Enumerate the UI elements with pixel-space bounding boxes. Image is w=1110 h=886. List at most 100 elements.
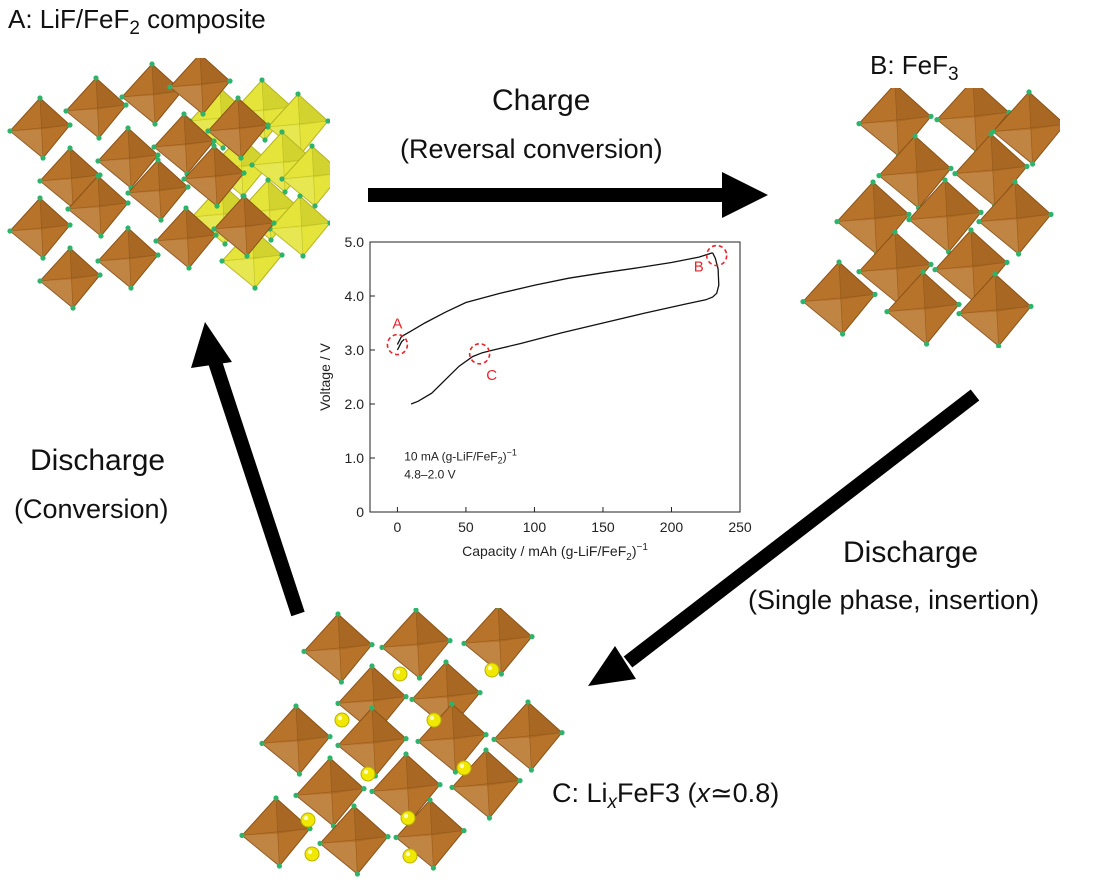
y-tick-label: 1.0 bbox=[345, 450, 365, 466]
fef2-octahedron bbox=[167, 58, 233, 117]
lixfef3-octahedron bbox=[301, 611, 375, 685]
lixfef3-octahedron bbox=[259, 703, 333, 777]
y-tick-label: 0 bbox=[356, 504, 364, 520]
fef2-octahedron bbox=[211, 193, 277, 259]
label-a-prefix: A: LiF/FeF bbox=[8, 4, 130, 34]
charge-subtitle: (Reversal conversion) bbox=[400, 134, 663, 164]
lixfef3-octahedron bbox=[239, 795, 313, 869]
fef2-octahedron bbox=[205, 95, 271, 161]
state-marker-c: C bbox=[468, 342, 497, 384]
label-c-prefix: C: Li bbox=[552, 778, 608, 808]
series-line-0 bbox=[396, 252, 713, 345]
discharge-left-title: Discharge bbox=[30, 444, 166, 477]
structure-c-lixfef3 bbox=[239, 608, 565, 877]
discharge-right-subtitle: (Single phase, insertion) bbox=[748, 585, 1040, 615]
charge-arrow bbox=[368, 172, 768, 218]
li-atom bbox=[456, 760, 472, 776]
y-axis-label: Voltage / V bbox=[317, 342, 333, 410]
discharge-left-subtitle: (Conversion) bbox=[14, 494, 169, 524]
state-marker-label: B bbox=[694, 259, 704, 276]
fef3-octahedron bbox=[976, 179, 1054, 257]
fef2-octahedron bbox=[7, 195, 73, 261]
x-tick-label: 100 bbox=[523, 519, 547, 535]
fef2-octahedron bbox=[7, 95, 73, 161]
label-c-approx: ≃0.8) bbox=[710, 778, 780, 808]
fef3-octahedron bbox=[884, 269, 962, 347]
y-tick-label: 2.0 bbox=[345, 396, 365, 412]
y-tick-label: 3.0 bbox=[345, 342, 365, 358]
y-tick-label: 5.0 bbox=[345, 234, 365, 250]
voltage-window-annotation: 4.8–2.0 V bbox=[404, 468, 455, 482]
state-marker-label: C bbox=[486, 367, 497, 384]
state-marker-b: B bbox=[694, 244, 728, 276]
fef2-octahedron bbox=[153, 205, 219, 271]
label-a: A: LiF/FeF2 composite bbox=[8, 4, 266, 40]
discharge-right-title: Discharge bbox=[843, 536, 979, 569]
fef2-octahedron bbox=[95, 125, 161, 191]
state-marker-label: A bbox=[392, 316, 402, 333]
li-atom bbox=[402, 848, 418, 864]
label-c-x: x bbox=[696, 778, 711, 808]
lif-octahedron bbox=[267, 193, 330, 259]
lif-octahedron bbox=[219, 225, 285, 291]
lixfef3-octahedron bbox=[317, 803, 391, 877]
li-atom bbox=[334, 712, 350, 728]
plot-frame bbox=[369, 241, 741, 513]
fef3-octahedron bbox=[990, 89, 1060, 167]
fef2-octahedron bbox=[95, 225, 161, 291]
label-c: C: LixFeF3 (x≃0.8) bbox=[552, 778, 779, 814]
lixfef3-octahedron bbox=[461, 608, 535, 677]
fef2-octahedron bbox=[119, 61, 185, 127]
series-line-2 bbox=[396, 338, 405, 351]
li-atom bbox=[426, 712, 442, 728]
x-tick-label: 200 bbox=[660, 519, 684, 535]
label-b-prefix: B: FeF bbox=[870, 50, 949, 80]
lixfef3-octahedron bbox=[379, 608, 453, 681]
fef2-octahedron bbox=[65, 173, 131, 239]
x-tick-label: 0 bbox=[394, 519, 402, 535]
label-a-sub: 2 bbox=[129, 18, 140, 39]
fef3-octahedron bbox=[876, 133, 954, 211]
fef3-octahedron bbox=[934, 88, 1012, 155]
rate-annotation: 10 mA (g-LiF/FeF2)−1 bbox=[404, 448, 517, 466]
fef2-octahedron bbox=[37, 245, 103, 311]
li-atom bbox=[304, 846, 320, 862]
li-atom bbox=[392, 666, 408, 682]
structure-b-fef3 bbox=[800, 88, 1060, 348]
discharge-right-arrow bbox=[588, 389, 980, 686]
fef2-octahedron bbox=[151, 111, 217, 177]
fef3-octahedron bbox=[906, 177, 984, 255]
y-tick-label: 4.0 bbox=[345, 288, 365, 304]
fef3-octahedron bbox=[856, 88, 934, 159]
voltage-capacity-chart: 0 50 100 150 200 250 0 1.0 2.0 3.0 4.0 5.0Capacity … bbox=[317, 234, 752, 563]
lixfef3-octahedron bbox=[293, 755, 367, 829]
fef2-octahedron bbox=[181, 143, 247, 209]
structure-a-lif-fef2 bbox=[7, 58, 330, 311]
fef2-octahedron bbox=[63, 75, 129, 141]
x-tick-label: 150 bbox=[591, 519, 615, 535]
series-line-1 bbox=[410, 252, 720, 405]
lixfef3-octahedron bbox=[491, 699, 565, 773]
charge-title: Charge bbox=[492, 84, 591, 117]
x-axis-label: Capacity / mAh (g-LiF/FeF2)−1 bbox=[462, 542, 648, 563]
fef3-octahedron bbox=[956, 271, 1034, 348]
label-b-sub: 3 bbox=[948, 64, 959, 85]
li-atom bbox=[400, 810, 416, 826]
lixfef3-octahedron bbox=[449, 747, 523, 821]
lixfef3-octahedron bbox=[415, 701, 489, 775]
label-c-sub: x bbox=[607, 792, 618, 813]
fef3-octahedron bbox=[800, 259, 878, 337]
x-tick-label: 50 bbox=[458, 519, 474, 535]
li-atom bbox=[300, 812, 316, 828]
label-c-suffix: FeF3 ( bbox=[617, 778, 697, 808]
label-a-suffix: composite bbox=[139, 4, 266, 34]
li-atom bbox=[360, 766, 376, 782]
li-atom bbox=[484, 662, 500, 678]
lif-octahedron bbox=[279, 143, 330, 209]
x-tick-label: 250 bbox=[728, 519, 752, 535]
fef2-octahedron bbox=[125, 157, 191, 223]
discharge-left-arrow bbox=[191, 322, 305, 617]
label-b: B: FeF3 bbox=[870, 50, 959, 86]
state-marker-a: A bbox=[386, 316, 409, 356]
